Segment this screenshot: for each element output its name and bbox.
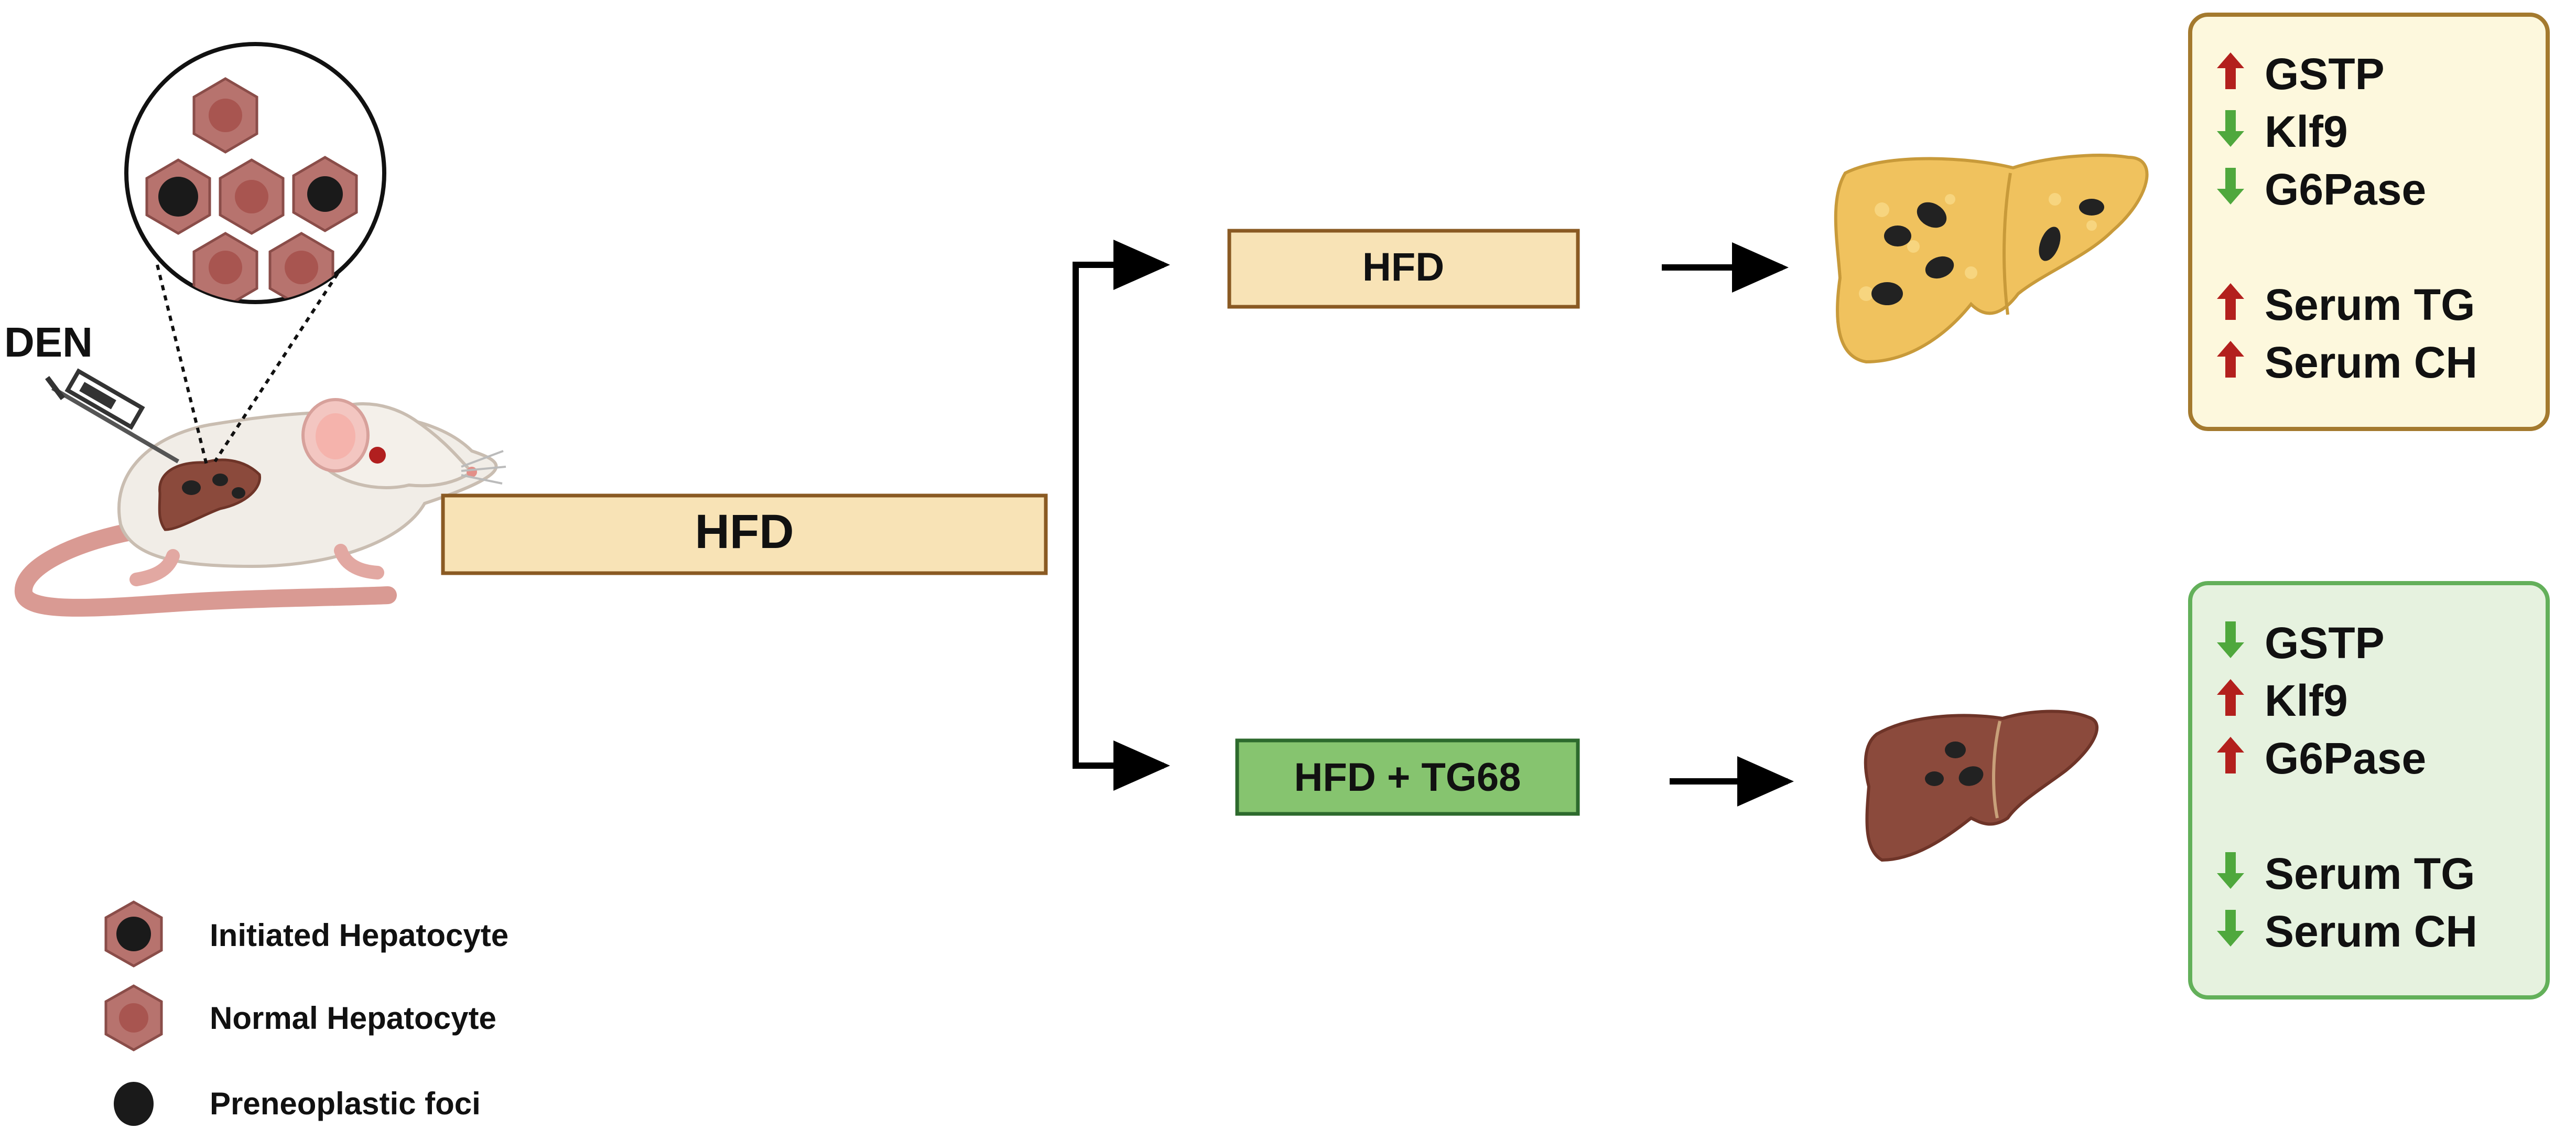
result-item-label: G6Pase xyxy=(2265,734,2426,783)
fatty-liver-illustration xyxy=(1834,154,2149,364)
result-item-label: Serum TG xyxy=(2265,280,2475,329)
result-item: GSTP xyxy=(2217,49,2385,99)
result-panel-hfd xyxy=(2188,13,2550,431)
legend-label-normal: Normal Hepatocyte xyxy=(210,1001,496,1036)
result-item: Klf9 xyxy=(2217,107,2348,156)
result-item-label: G6Pase xyxy=(2265,165,2426,214)
branch-arrow-bottom xyxy=(1073,524,1170,791)
result-item: Klf9 xyxy=(2217,676,2348,725)
normal-hepatocyte-icon xyxy=(104,984,163,1051)
result-item: Serum TG xyxy=(2217,280,2475,329)
result-item-label: Serum TG xyxy=(2265,849,2475,898)
branch-tg68-box-label: HFD + TG68 xyxy=(1294,755,1521,800)
result-item-label: GSTP xyxy=(2265,618,2385,668)
branch-hfd-box-label: HFD xyxy=(1362,245,1444,289)
branch-tg68-box xyxy=(1235,738,1580,816)
result-item: G6Pase xyxy=(2217,165,2426,214)
arrow-down-icon xyxy=(2217,852,2244,889)
arrow-up-icon xyxy=(2217,341,2244,378)
preneoplastic-foci-icon xyxy=(114,1082,154,1126)
legend-label-initiated: Initiated Hepatocyte xyxy=(210,918,508,953)
branch-hfd-box xyxy=(1227,229,1580,309)
arrow-up-icon xyxy=(2217,679,2244,716)
result-item-label: Serum CH xyxy=(2265,338,2477,387)
zoom-line-right xyxy=(213,264,345,463)
result-item: GSTP xyxy=(2217,618,2385,668)
arrow-down-icon xyxy=(2217,621,2244,658)
result-item-label: GSTP xyxy=(2265,49,2385,99)
den-label: DEN xyxy=(4,319,93,366)
legend: Initiated Hepatocyte Normal Hepatocyte P… xyxy=(104,900,508,1126)
result-item-label: Klf9 xyxy=(2265,676,2348,725)
zoom-line-left xyxy=(156,264,209,467)
arrow-down-icon xyxy=(2217,168,2244,205)
central-hfd-box-label: HFD xyxy=(695,505,794,558)
arrow-up-icon xyxy=(2217,52,2244,89)
result-item-label: Klf9 xyxy=(2265,107,2348,156)
arrow-up-icon xyxy=(2217,737,2244,773)
arrow-down-icon xyxy=(2217,910,2244,947)
result-item-label: Serum CH xyxy=(2265,907,2477,956)
central-hfd-box xyxy=(441,493,1048,575)
healthy-liver-illustration xyxy=(1864,710,2099,862)
mouse-illustration xyxy=(14,368,506,617)
initiated-hepatocyte-icon xyxy=(104,900,163,968)
legend-label-foci: Preneoplastic foci xyxy=(210,1086,481,1121)
result-item: Serum CH xyxy=(2217,338,2477,387)
hepatocyte-zoom-circle xyxy=(124,42,386,304)
branch-arrow-top xyxy=(1073,240,1170,766)
result-item: Serum CH xyxy=(2217,907,2477,956)
result-item: G6Pase xyxy=(2217,734,2426,783)
syringe-icon xyxy=(45,368,180,464)
result-item: Serum TG xyxy=(2217,849,2475,898)
arrow-up-icon xyxy=(2217,283,2244,320)
result-panel-tg68 xyxy=(2188,581,2550,1000)
arrow-down-icon xyxy=(2217,110,2244,147)
